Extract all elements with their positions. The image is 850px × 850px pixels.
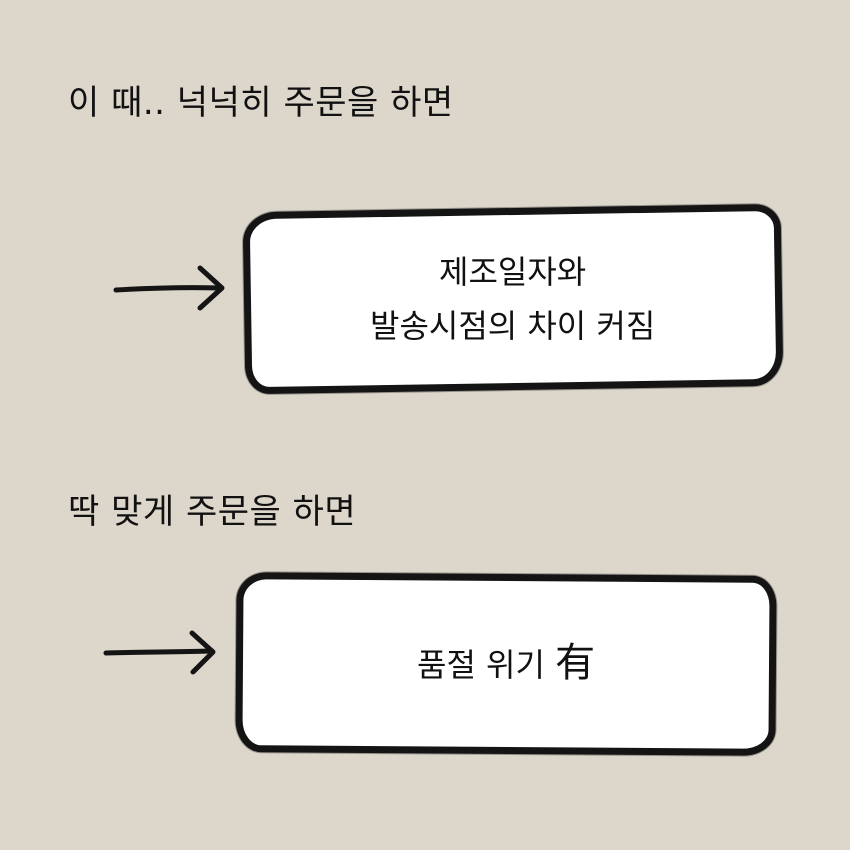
result-text-exact-order: 품절 위기 有: [417, 636, 595, 692]
heading-overorder: 이 때.. 넉넉히 주문을 하면: [68, 83, 454, 123]
hanja-have: 有: [555, 639, 596, 686]
right-arrow-icon: [113, 265, 225, 311]
result-text-overorder: 제조일자와 발송시점의 차이 커짐: [370, 245, 655, 353]
result-box-overorder: 제조일자와 발송시점의 차이 커짐: [242, 203, 784, 395]
result-line-2: 발송시점의 차이 커짐: [370, 307, 656, 345]
result-line-1: 제조일자와: [439, 253, 587, 291]
right-arrow-icon: [103, 630, 216, 675]
result-box-exact-order: 품절 위기 有: [235, 572, 777, 756]
stockout-risk-text: 품절 위기: [416, 645, 545, 684]
heading-exact-order: 딱 맞게 주문을 하면: [68, 492, 357, 532]
